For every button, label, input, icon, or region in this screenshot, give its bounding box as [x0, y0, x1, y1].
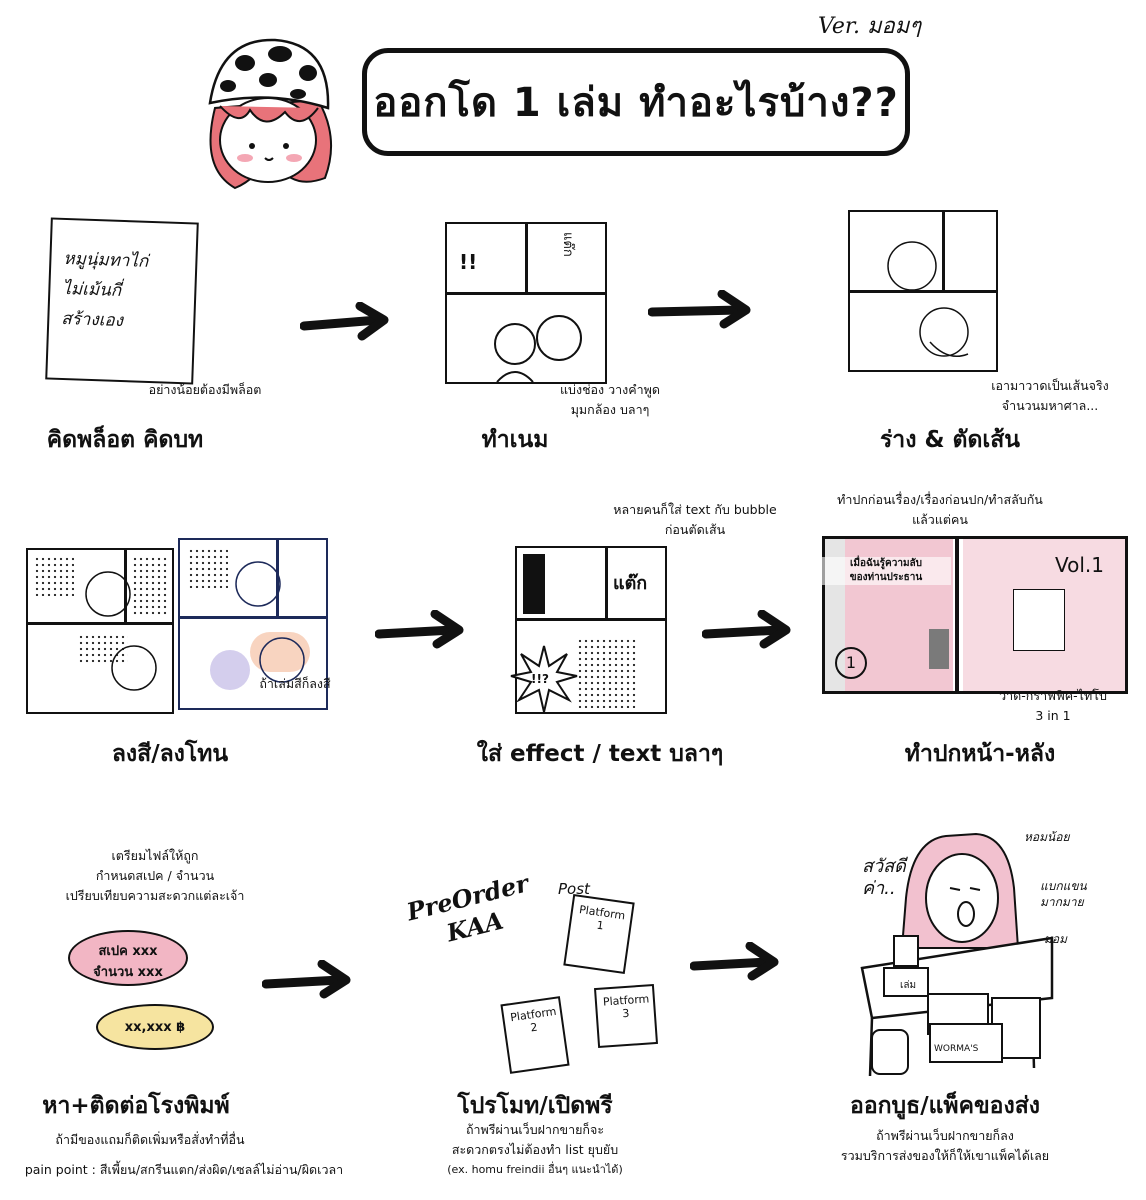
arrow-right-icon: [702, 610, 794, 650]
preorder-sign: PreOrder KAA: [391, 865, 558, 989]
arrow-right-icon: [648, 290, 758, 330]
lineart-sketch: [848, 210, 998, 372]
step-note: แบ่งช่อง วางคำพูด มุมกล้อง บลาๆ: [550, 380, 670, 420]
sfx-text: แต๊ก: [613, 573, 648, 594]
effect-page-sketch: แต๊ก !!?: [510, 546, 667, 714]
step-note-line: แล้วแต่คน: [912, 512, 968, 527]
tone-page-sketch: [26, 548, 174, 714]
book-label: เล่ม: [900, 980, 917, 991]
color-page-sketch: [178, 538, 328, 710]
step-heading-promo: โปรโมท/เปิดพรี: [457, 1093, 613, 1119]
step-note-line: ถ้าพรีผ่านเว็บฝากขายก็ลง: [876, 1128, 1014, 1143]
step-note-line: เตรียมไฟล์ให้ถูก: [111, 848, 199, 863]
step-note: วาด-กราฟฟิค-ไทโป 3 in 1: [988, 686, 1118, 726]
price-text: xx,xxx ฿: [124, 1020, 186, 1035]
step-heading-plot: คิดพล็อต คิดบท: [46, 427, 204, 453]
booth-sketch: [842, 818, 1062, 1080]
step-note-line: ก่อนตัดเส้น: [664, 522, 726, 537]
cover-number: 1: [835, 647, 867, 679]
cover-title-line: เมื่อฉันรู้ความลับ: [849, 558, 923, 569]
platform-label: Platform 1: [578, 903, 627, 933]
storyboard-sketch: !! แต๊ก: [445, 222, 607, 384]
arrow-right-icon: [690, 942, 782, 982]
arrow-right-icon: [262, 960, 354, 1000]
step-note: ทำปกก่อนเรื่อง/เรื่องก่อนปก/ทำสลับกัน แล…: [820, 490, 1060, 530]
step-note: ถ้ามีของแถมก็ติดเพิ่มหรือสั่งทำที่อื่น: [55, 1132, 245, 1147]
step-heading-lineart: ร่าง & ตัดเส้น: [879, 427, 1021, 453]
plot-note-line: หมูนุ่มทาไก่: [63, 248, 149, 272]
sfx-text: แต๊ก: [560, 232, 575, 257]
step-note-line: หลายคนก็ใส่ text กับ bubble: [613, 502, 777, 517]
arrow-right-icon: [300, 302, 392, 342]
step-note-line: 3 in 1: [1035, 708, 1071, 723]
sfx-text: !!: [459, 250, 478, 274]
step-heading-tone: ลงสี/ลงโทน: [111, 741, 229, 767]
platform-card: Platform 3: [593, 983, 659, 1049]
step-heading-cover: ทำปกหน้า-หลัง: [904, 741, 1056, 767]
step-note-line: เอามาวาดเป็นเส้นจริง: [991, 378, 1109, 393]
step-note-line: (ex. homu freindii อื่นๆ แนะนำได้): [447, 1163, 623, 1176]
pain-point-note: pain point : สีเพี้ยน/สกรีนแตก/ส่งผิด/เซ…: [24, 1162, 344, 1177]
plot-note-line: ไม่เม้นกี่: [62, 278, 122, 301]
step-heading-name: ทำเนม: [481, 427, 549, 453]
cover-vol-label: Vol.1: [1055, 553, 1105, 577]
step-note-line: ถ้าพรีผ่านเว็บฝากขายก็จะ: [465, 1122, 605, 1137]
page-title: ออกโด 1 เล่ม ทำอะไรบ้าง??: [362, 48, 910, 156]
platform-label: Platform 2: [509, 1004, 558, 1035]
step-note-line: ทำปกก่อนเรื่อง/เรื่องก่อนปก/ทำสลับกัน: [837, 492, 1043, 507]
platform-card: Platform 1: [563, 894, 635, 974]
price-bubble: xx,xxx ฿: [96, 1004, 214, 1050]
plot-note-sketch: หมูนุ่มทาไก่ ไม่เม้นกี่ สร้างเอง: [45, 217, 199, 385]
step-note-line: สะดวกตรงไม่ต้องทำ list ยุบยับ: [451, 1142, 619, 1157]
step-note-line: เปรียบเทียบความสะดวกแต่ละเจ้า: [65, 888, 245, 903]
booth-label: มอม: [1044, 932, 1068, 946]
step-note-line: จำนวนมหาศาล...: [1001, 398, 1099, 413]
spec-bubble: สเปค xxx จำนวน xxx: [68, 930, 188, 986]
arrow-right-icon: [375, 610, 467, 650]
step-note-line: รวมบริการส่งของให้ก็ให้เขาแพ็คได้เลย: [840, 1148, 1050, 1163]
spec-line: จำนวน xxx: [93, 965, 163, 980]
cover-title-line: ของท่านประธาน: [849, 572, 923, 583]
booth-label: หอมน้อย: [1024, 830, 1070, 844]
step-note: ถ้าพรีผ่านเว็บฝากขายก็จะ สะดวกตรงไม่ต้อง…: [415, 1120, 655, 1180]
cover-title: เมื่อฉันรู้ความลับ ของท่านประธาน: [821, 557, 951, 585]
step-note: ถ้าเล่มสีก็ลงสี: [259, 676, 331, 691]
step-note: หลายคนก็ใส่ text กับ bubble ก่อนตัดเส้น: [605, 500, 785, 540]
cover-sketch: เมื่อฉันรู้ความลับ ของท่านประธาน Vol.1 1: [821, 536, 1128, 694]
mascot-avatar: [190, 28, 340, 198]
step-note-line: แบ่งช่อง วางคำพูด: [559, 382, 661, 397]
step-note: อย่างน้อยต้องมีพล็อต: [148, 382, 262, 397]
version-label: Ver. มอมๆ: [818, 14, 922, 39]
plot-note-line: สร้างเอง: [60, 308, 124, 332]
step-note: เตรียมไฟล์ให้ถูก กำหนดสเปค / จำนวน เปรีย…: [40, 846, 270, 906]
platform-label: Platform 3: [602, 992, 650, 1021]
greeting-text: สวัสดีค่า..: [862, 856, 906, 899]
spec-line: สเปค xxx: [98, 944, 158, 959]
booth-label: แบกแขน มากมาย: [1040, 879, 1087, 909]
step-heading-effect: ใส่ effect / text บลาๆ: [476, 741, 724, 767]
step-heading-printer: หา+ติดต่อโรงพิมพ์: [42, 1093, 230, 1119]
sfx-text: !!?: [531, 672, 549, 686]
step-note-line: กำหนดสเปค / จำนวน: [95, 868, 215, 883]
box-label: WORMA'S: [934, 1044, 979, 1054]
platform-card: Platform 2: [500, 996, 570, 1074]
step-note-line: มุมกล้อง บลาๆ: [570, 402, 650, 417]
step-note-line: วาด-กราฟฟิค-ไทโป: [999, 688, 1107, 703]
step-note: ถ้าพรีผ่านเว็บฝากขายก็ลง รวมบริการส่งของ…: [820, 1126, 1070, 1166]
post-label: Post: [558, 880, 590, 898]
step-heading-booth: ออกบูธ/แพ็คของส่ง: [850, 1093, 1040, 1119]
step-note: เอามาวาดเป็นเส้นจริง จำนวนมหาศาล...: [975, 376, 1125, 416]
